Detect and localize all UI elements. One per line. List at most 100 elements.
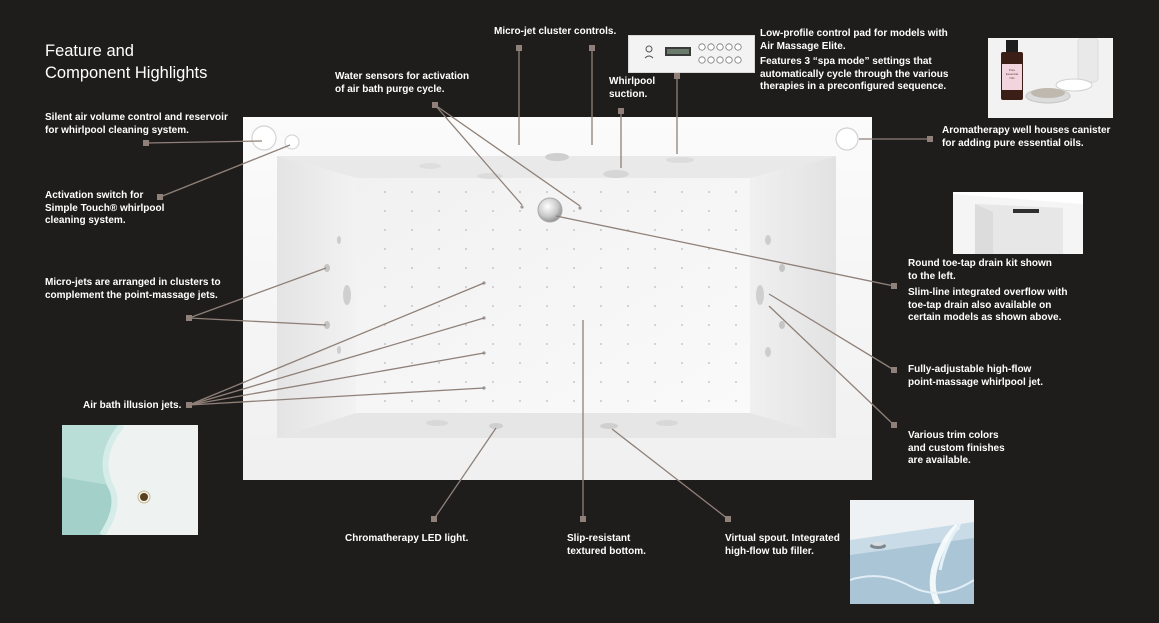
texture-dot [654, 362, 656, 364]
marker-micro-jet-controls [516, 45, 522, 51]
micro-jet [337, 346, 341, 354]
tub-front-wall [277, 413, 836, 438]
texture-dot [735, 400, 737, 402]
texture-dot [600, 210, 602, 212]
texture-dot [573, 362, 575, 364]
aromatherapy-well [835, 127, 859, 151]
texture-dot [681, 286, 683, 288]
tub-back-wall [277, 156, 836, 178]
back-wall-jet [419, 163, 441, 169]
marker-trim [891, 422, 897, 428]
texture-dot [492, 362, 494, 364]
leader-micro-jets [188, 317, 327, 326]
point-massage-jet [756, 285, 764, 305]
texture-dot [708, 305, 710, 307]
texture-dot [708, 191, 710, 193]
texture-dot [438, 267, 440, 269]
texture-dot [519, 210, 521, 212]
marker-aromatherapy [927, 136, 933, 142]
label-trim-colors: Various trim colors and custom finishes … [908, 430, 1005, 466]
texture-dot [735, 381, 737, 383]
texture-dot [627, 267, 629, 269]
label-water-sensors: Water sensors for activation of air bath… [335, 71, 470, 95]
leader-activation-switch [159, 144, 291, 198]
texture-dot [573, 400, 575, 402]
texture-dot [708, 400, 710, 402]
texture-dot [654, 400, 656, 402]
texture-dot [492, 400, 494, 402]
texture-dot [411, 305, 413, 307]
micro-jet [779, 321, 785, 329]
marker-activation-switch [157, 194, 163, 200]
label-whirlpool-suction: Whirlpool suction. [609, 76, 656, 100]
texture-dot [411, 362, 413, 364]
texture-dot [681, 305, 683, 307]
texture-dot [519, 305, 521, 307]
virtual-spout [600, 423, 618, 429]
texture-dot [492, 267, 494, 269]
texture-dot [573, 267, 575, 269]
texture-dot [465, 210, 467, 212]
marker-silent-air [143, 140, 149, 146]
texture-dot [735, 210, 737, 212]
texture-dot [519, 267, 521, 269]
texture-dot [465, 191, 467, 193]
texture-dot [546, 400, 548, 402]
texture-dot [546, 248, 548, 250]
texture-dot [438, 324, 440, 326]
texture-dot [681, 191, 683, 193]
marker-point-massage [891, 367, 897, 373]
texture-dot [438, 400, 440, 402]
callout-leaders [145, 48, 930, 520]
texture-dot [465, 324, 467, 326]
texture-dot [573, 324, 575, 326]
texture-dot [573, 381, 575, 383]
texture-dot [465, 400, 467, 402]
texture-dot [546, 267, 548, 269]
texture-dot [438, 248, 440, 250]
air-bath-jet-photo [62, 425, 198, 535]
texture-dot [681, 229, 683, 231]
control-pad-photo [628, 35, 755, 73]
texture-dot [600, 324, 602, 326]
leader-air-bath [188, 387, 485, 406]
texture-dot [465, 267, 467, 269]
texture-dot [546, 381, 548, 383]
air-volume-control [251, 125, 277, 151]
marker-control-pad [674, 73, 680, 79]
texture-dot [519, 191, 521, 193]
texture-dot [384, 229, 386, 231]
texture-dot [654, 248, 656, 250]
tub-right-wall [750, 156, 836, 438]
texture-dot [573, 305, 575, 307]
texture-dot [654, 286, 656, 288]
texture-dot [411, 248, 413, 250]
label-air-bath-illusion-jets: Air bath illusion jets. [83, 400, 182, 411]
texture-dot [438, 191, 440, 193]
texture-dot [465, 229, 467, 231]
texture-dot [681, 267, 683, 269]
marker-micro-jets [186, 315, 192, 321]
point-massage-jet [343, 285, 351, 305]
label-micro-jets: Micro-jets are arranged in clusters to c… [45, 277, 221, 301]
texture-dot [411, 400, 413, 402]
leader-air-bath [188, 282, 485, 406]
texture-dot [735, 324, 737, 326]
texture-dot [546, 229, 548, 231]
texture-dot [438, 229, 440, 231]
whirlpool-suction-fitting [603, 170, 629, 178]
texture-dot [411, 381, 413, 383]
texture-dot [654, 210, 656, 212]
texture-dot [465, 362, 467, 364]
marker-virtual-spout [725, 516, 731, 522]
micro-jet [337, 236, 341, 244]
micro-jet [324, 321, 330, 329]
texture-dot [411, 191, 413, 193]
texture-dot [627, 343, 629, 345]
texture-dot [735, 229, 737, 231]
slim-overflow-drain-photo [953, 192, 1083, 254]
texture-dot [654, 381, 656, 383]
texture-dot [600, 305, 602, 307]
texture-dot [600, 381, 602, 383]
